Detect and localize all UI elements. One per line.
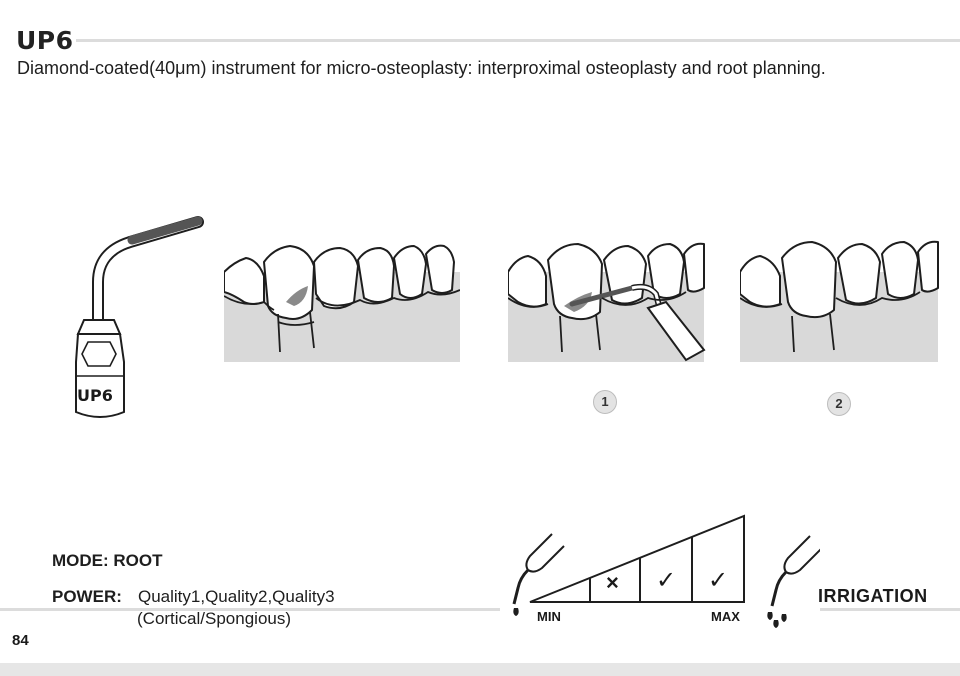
power-note: (Cortical/Spongious) bbox=[137, 609, 292, 628]
irrigation-label: IRRIGATION bbox=[818, 586, 928, 606]
power-value: Quality1,Quality2,Quality3 bbox=[138, 587, 335, 606]
instrument-label: UP6 bbox=[77, 386, 113, 405]
page-title: UP6 bbox=[16, 26, 74, 55]
power-level-check-mark: ✓ bbox=[656, 567, 677, 594]
step-number-1: 1 bbox=[593, 390, 617, 414]
irrigation-handpiece-icon bbox=[767, 535, 820, 628]
step-number-2: 2 bbox=[827, 392, 851, 416]
power-level-disabled-mark: × bbox=[606, 570, 619, 595]
footer-bar bbox=[0, 663, 960, 676]
power-max-label: MAX bbox=[711, 609, 740, 624]
power-scale-graphic bbox=[512, 514, 745, 616]
power-min-label: MIN bbox=[537, 609, 561, 624]
illustration-step-1 bbox=[508, 242, 706, 362]
power-label: POWER: bbox=[52, 587, 122, 606]
mode-label: MODE: ROOT bbox=[52, 551, 163, 570]
title-divider bbox=[76, 39, 960, 42]
illustration-step-2 bbox=[740, 240, 939, 362]
handpiece-min-icon bbox=[512, 533, 565, 616]
instrument-description: Diamond-coated(40μm) instrument for micr… bbox=[17, 58, 826, 78]
ultrasonic-tip-icon bbox=[75, 216, 204, 418]
page-number: 84 bbox=[12, 632, 29, 649]
footer-divider bbox=[0, 608, 500, 611]
power-level-check-mark: ✓ bbox=[708, 567, 729, 594]
illustration-before bbox=[224, 244, 460, 362]
footer-divider bbox=[820, 608, 960, 611]
